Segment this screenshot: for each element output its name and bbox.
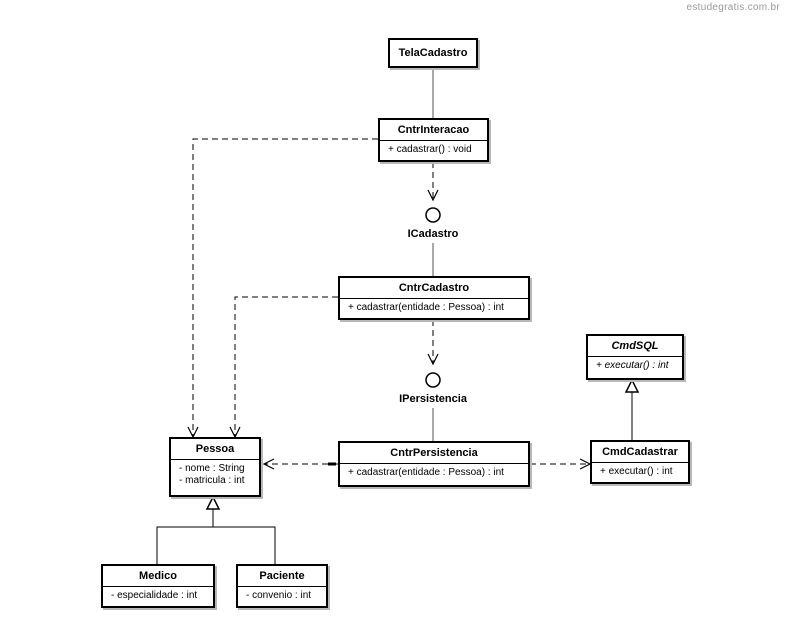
member: - nome : String (179, 463, 245, 474)
class-pessoa-members: - nome : String - matricula : int (171, 460, 259, 487)
class-paciente-name: Paciente (238, 566, 326, 587)
gen-pessoa-triangle (205, 495, 221, 510)
member: + cadastrar() : void (388, 144, 472, 155)
class-paciente-members: - convenio : int (238, 587, 326, 602)
class-paciente[interactable]: Paciente - convenio : int (236, 564, 328, 608)
gen-paciente-pessoa (213, 526, 276, 564)
class-cmd-cadastrar[interactable]: CmdCadastrar + executar() : int (590, 440, 690, 484)
class-tela-cadastro-name: TelaCadastro (398, 47, 468, 59)
member: + executar() : int (596, 360, 669, 371)
class-cntr-interacao-name: CntrInteracao (380, 120, 487, 141)
interface-icadastro-label: ICadastro (407, 228, 459, 240)
interface-ipersistencia-label: IPersistencia (399, 393, 467, 405)
class-cntr-cadastro-members: + cadastrar(entidade : Pessoa) : int (340, 299, 528, 314)
class-cntr-cadastro[interactable]: CntrCadastro + cadastrar(entidade : Pess… (338, 276, 530, 320)
class-cmd-cadastrar-name: CmdCadastrar (592, 442, 688, 463)
class-tela-cadastro[interactable]: TelaCadastro (388, 38, 478, 68)
class-medico-members: - especialidade : int (103, 587, 213, 602)
icadastro-interface-icon (425, 207, 441, 223)
gen-cmdsql-triangle (624, 378, 640, 393)
class-cntr-cadastro-name: CntrCadastro (340, 278, 528, 299)
class-cmd-cadastrar-members: + executar() : int (592, 463, 688, 478)
member: - especialidade : int (111, 590, 198, 601)
class-pessoa-name: Pessoa (171, 439, 259, 460)
class-cntr-persistencia-name: CntrPersistencia (340, 443, 528, 464)
ipersistencia-interface-icon (425, 372, 441, 388)
class-cntr-persistencia-members: + cadastrar(entidade : Pessoa) : int (340, 464, 528, 479)
member: + executar() : int (600, 466, 673, 477)
class-cntr-interacao[interactable]: CntrInteracao + cadastrar() : void (378, 118, 489, 162)
dep-cadastro-pessoa (229, 296, 338, 439)
watermark: estudegratis.com.br (686, 2, 780, 13)
class-medico[interactable]: Medico - especialidade : int (101, 564, 215, 608)
class-medico-name: Medico (103, 566, 213, 587)
class-cmd-sql-name: CmdSQL (588, 336, 682, 357)
member: - matricula : int (179, 475, 245, 486)
dep-interacao-pessoa (187, 138, 378, 439)
member: + cadastrar(entidade : Pessoa) : int (348, 302, 504, 313)
class-cmd-sql[interactable]: CmdSQL + executar() : int (586, 334, 684, 380)
class-pessoa[interactable]: Pessoa - nome : String - matricula : int (169, 437, 261, 497)
class-cmd-sql-members: + executar() : int (588, 357, 682, 372)
gen-medico-pessoa (156, 509, 214, 564)
class-cntr-persistencia[interactable]: CntrPersistencia + cadastrar(entidade : … (338, 441, 530, 487)
member: - convenio : int (246, 590, 312, 601)
class-cntr-interacao-members: + cadastrar() : void (380, 141, 487, 156)
member: + cadastrar(entidade : Pessoa) : int (348, 467, 504, 478)
